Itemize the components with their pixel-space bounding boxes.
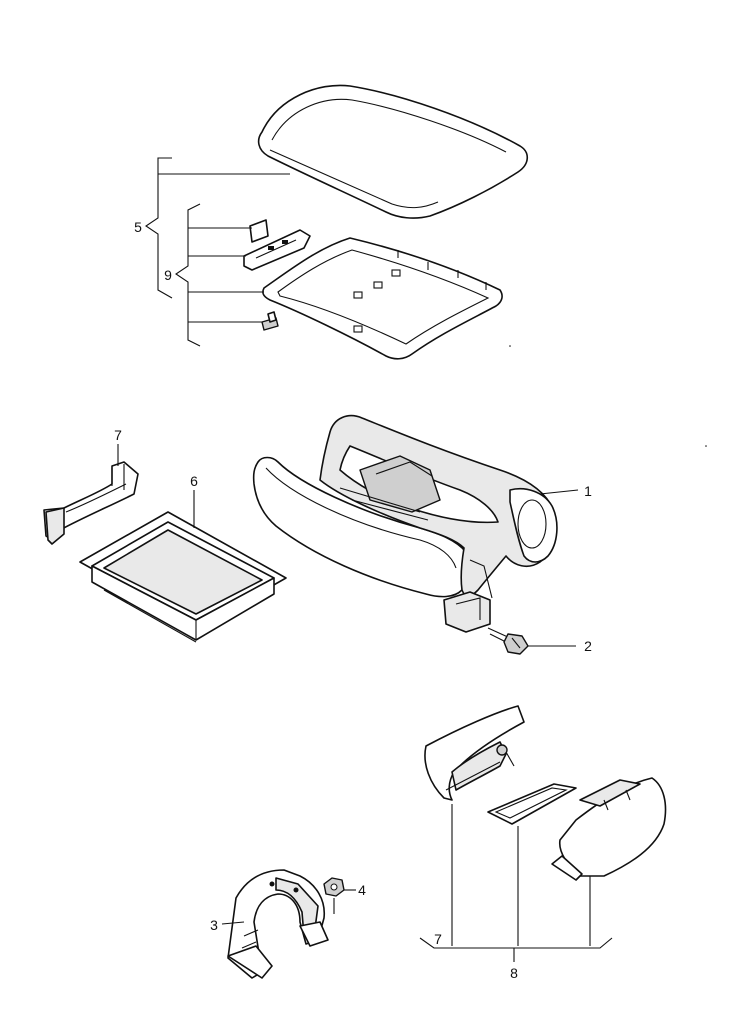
callout-9: 9 xyxy=(164,267,172,283)
bracket-group-5 xyxy=(145,157,290,299)
cup-holder-lower-cover xyxy=(551,777,667,881)
bracket-group-8 xyxy=(419,804,613,962)
callout-6: 6 xyxy=(190,473,198,489)
callout-8: 8 xyxy=(510,965,518,981)
callout-1: 1 xyxy=(584,483,592,499)
armrest-lid-cover xyxy=(257,84,529,219)
bracket-group-9 xyxy=(175,203,264,347)
callout-2: 2 xyxy=(584,638,592,654)
lid-inner-frame xyxy=(262,237,503,360)
armrest-base-housing xyxy=(252,414,558,633)
leader-1 xyxy=(539,489,579,495)
callout-7-upper: 7 xyxy=(114,427,122,443)
lid-clip-plate xyxy=(249,219,269,243)
cup-holder-mat xyxy=(487,783,577,825)
mounting-bracket xyxy=(227,869,329,979)
stray-dot xyxy=(509,345,511,347)
nut xyxy=(323,877,345,914)
cup-holder-upper-cover xyxy=(424,705,525,801)
callout-5: 5 xyxy=(134,219,142,235)
stray-dot xyxy=(705,445,707,447)
divider-insert xyxy=(43,461,139,545)
callout-4: 4 xyxy=(358,882,366,898)
lid-screw xyxy=(261,311,279,331)
bolt xyxy=(487,627,529,655)
lid-hinge-latch xyxy=(243,229,311,271)
leader-3 xyxy=(221,921,245,925)
callout-7-lower: 7 xyxy=(434,931,442,947)
storage-tray xyxy=(79,511,287,643)
callout-3: 3 xyxy=(210,917,218,933)
